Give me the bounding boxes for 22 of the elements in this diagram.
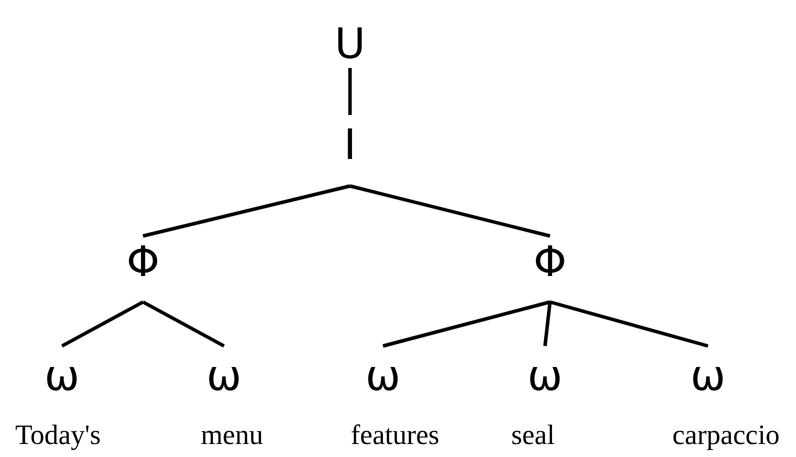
prosodic-category-label: I — [342, 123, 358, 167]
prosodic-category-label: U — [334, 22, 366, 66]
prosodic-category-label: ω — [526, 354, 564, 398]
tree-branch-line — [543, 302, 552, 346]
word-label: carpaccio — [671, 420, 781, 452]
prosodic-category-label: ω — [689, 354, 727, 398]
prosodic-category-label: Φ — [532, 240, 568, 284]
tree-branch-line — [350, 184, 550, 238]
tree-branch-line — [142, 300, 225, 348]
tree-branch-line — [61, 300, 144, 348]
word-label: features — [350, 420, 440, 452]
tree-branch-line — [142, 184, 350, 238]
prosodic-category-label: ω — [205, 354, 243, 398]
word-label: menu — [200, 420, 264, 452]
prosodic-category-label: Φ — [125, 240, 161, 284]
tree-branch-line — [550, 300, 708, 348]
tree-branch-line — [382, 300, 550, 348]
tree-branch-line — [348, 68, 352, 115]
prosodic-category-label: ω — [43, 354, 81, 398]
word-label: Today's — [14, 420, 102, 452]
prosodic-category-label: ω — [364, 354, 402, 398]
word-label: seal — [510, 420, 556, 452]
